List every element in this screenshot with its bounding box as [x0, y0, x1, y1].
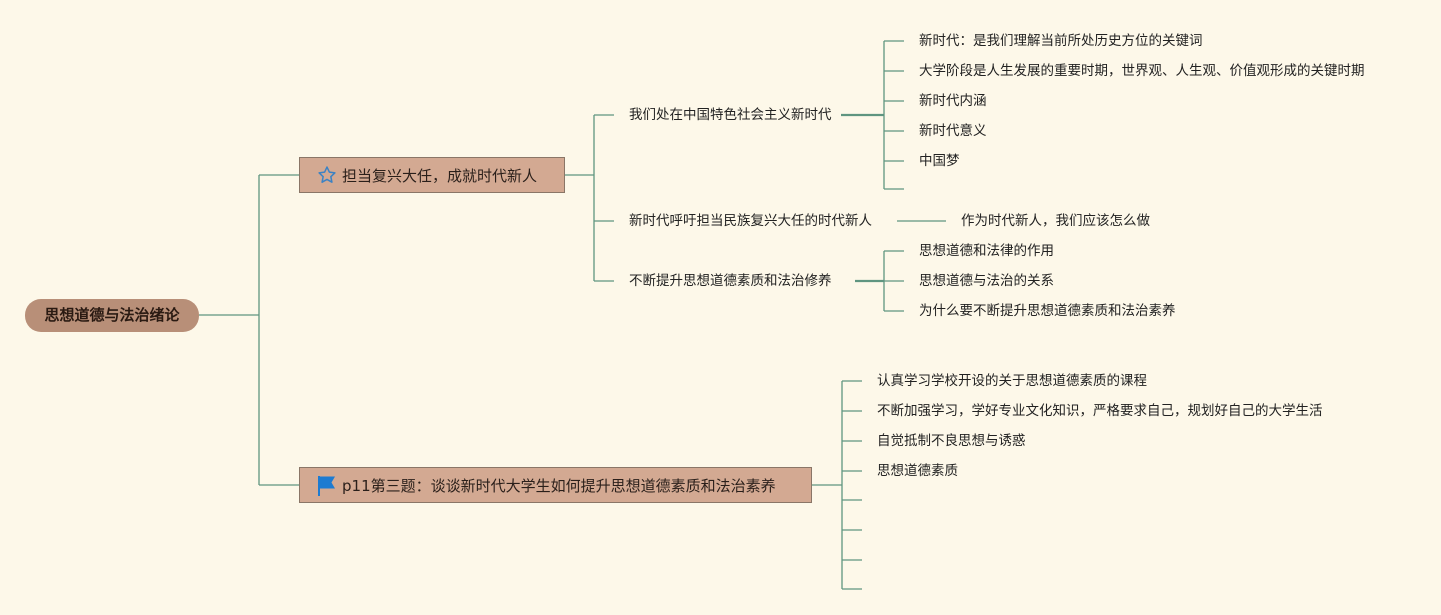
main-topic-1-label: 担当复兴大任，成就时代新人 — [342, 166, 538, 185]
subtopic-improve-literacy[interactable]: 不断提升思想道德素质和法治修养 — [629, 273, 832, 289]
leaf-strengthen-learning[interactable]: 不断加强学习，学好专业文化知识，严格要求自己，规划好自己的大学生活 — [877, 403, 1323, 419]
leaf-study-courses[interactable]: 认真学习学校开设的关于思想道德素质的课程 — [877, 373, 1147, 389]
subtopic-new-era[interactable]: 我们处在中国特色社会主义新时代 — [629, 107, 832, 123]
leaf-why-improve[interactable]: 为什么要不断提升思想道德素质和法治素养 — [919, 303, 1176, 319]
connector-topic2 — [812, 380, 862, 590]
leaf-moral-quality[interactable]: 思想道德素质 — [877, 463, 958, 479]
leaf-resist-temptation[interactable]: 自觉抵制不良思想与诱惑 — [877, 433, 1026, 449]
main-topic-2[interactable]: p11第三题：谈谈新时代大学生如何提升思想道德素质和法治素养 — [299, 467, 812, 503]
leaf-china-dream[interactable]: 中国梦 — [919, 153, 960, 169]
star-icon — [317, 165, 337, 185]
root-topic-label: 思想道德与法治绪论 — [44, 306, 180, 324]
flag-icon — [317, 475, 337, 496]
root-topic[interactable]: 思想道德与法治绪论 — [25, 299, 199, 332]
leaf-role-of-morality-law[interactable]: 思想道德和法律的作用 — [919, 243, 1054, 259]
subtopic-call-for-new-people[interactable]: 新时代呼吁担当民族复兴大任的时代新人 — [629, 213, 872, 229]
connector-root-trunk — [199, 174, 299, 486]
leaf-new-era-keyword[interactable]: 新时代：是我们理解当前所处历史方位的关键词 — [919, 33, 1203, 49]
main-topic-2-label: p11第三题：谈谈新时代大学生如何提升思想道德素质和法治素养 — [342, 476, 776, 495]
leaf-new-era-connotation[interactable]: 新时代内涵 — [919, 93, 987, 109]
leaf-new-era-significance[interactable]: 新时代意义 — [919, 123, 987, 139]
main-topic-1[interactable]: 担当复兴大任，成就时代新人 — [299, 157, 565, 193]
leaf-what-should-we-do[interactable]: 作为时代新人，我们应该怎么做 — [961, 213, 1150, 229]
leaf-relation-morality-law[interactable]: 思想道德与法治的关系 — [919, 273, 1054, 289]
leaf-university-stage[interactable]: 大学阶段是人生发展的重要时期，世界观、人生观、价值观形成的关键时期 — [919, 63, 1365, 79]
connector-topic1 — [565, 114, 614, 282]
